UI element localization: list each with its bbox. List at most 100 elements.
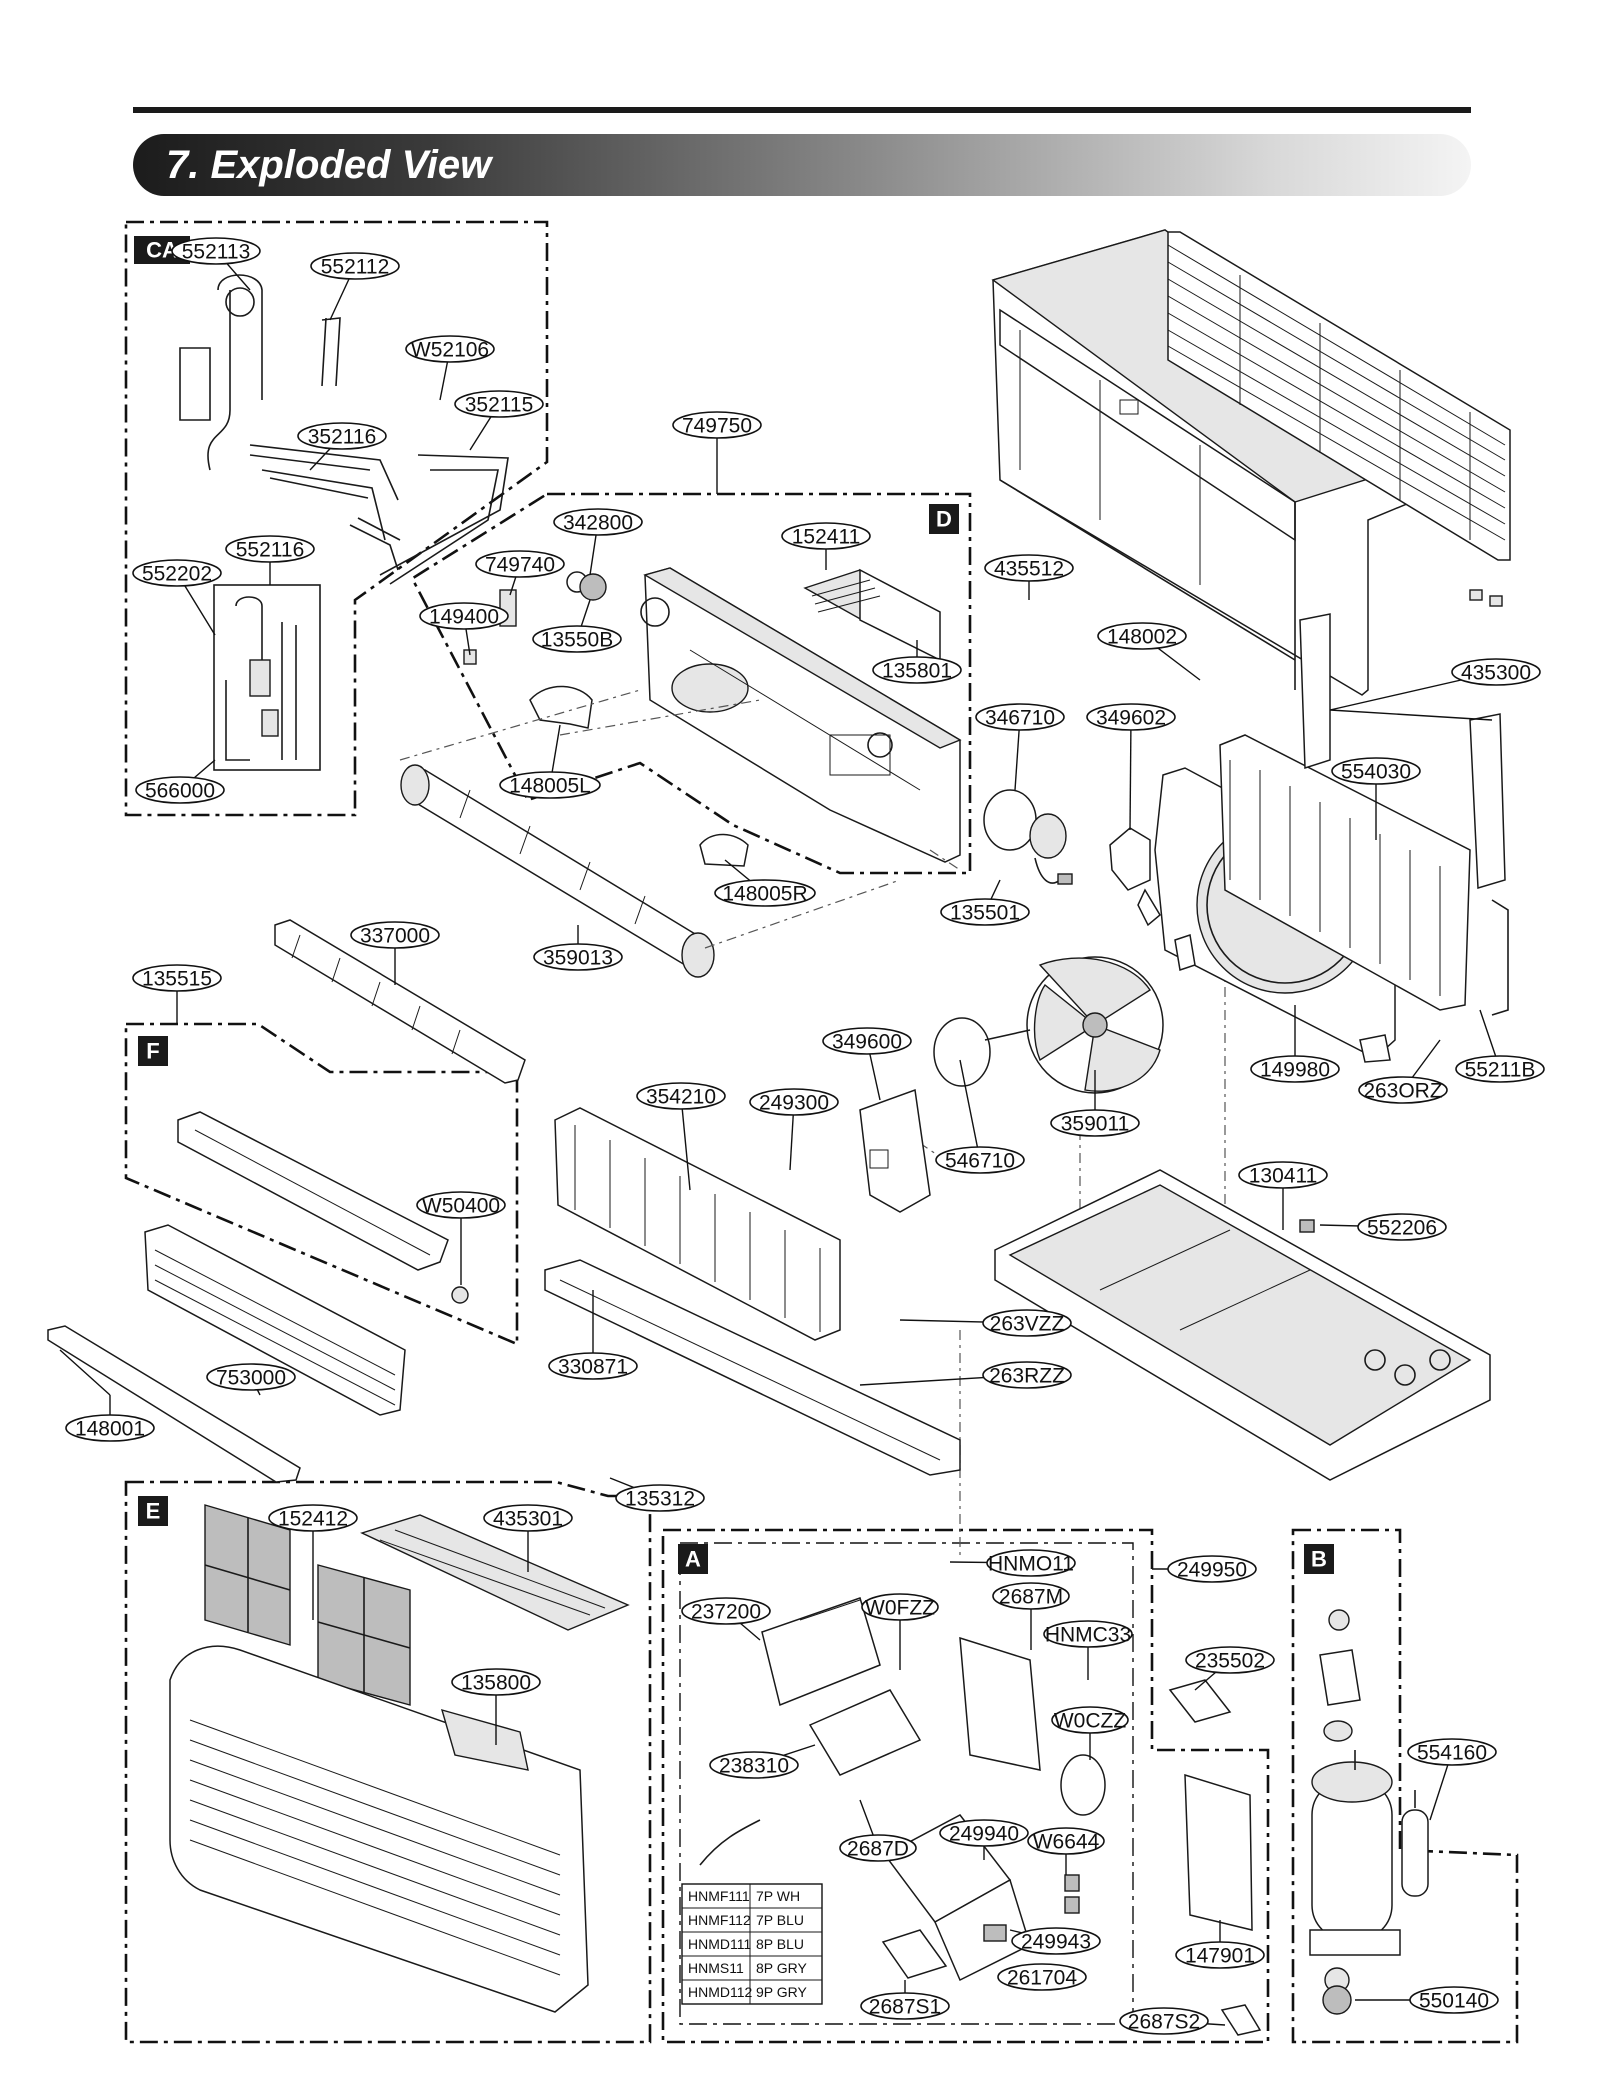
part-number-label: 148005R	[722, 883, 807, 906]
callout-oval	[419, 602, 509, 630]
callout-oval	[132, 964, 222, 992]
callout-oval	[1027, 1827, 1105, 1855]
sensor-pcb	[881, 1929, 948, 1979]
leader-line	[680, 1095, 691, 1191]
part-number-label: 13550B	[541, 629, 613, 652]
part-number-label: 263VZZ	[990, 1313, 1065, 1336]
part-callout: 346710	[975, 703, 1065, 791]
condenser-coil	[1219, 734, 1471, 1011]
callout-oval	[636, 1082, 726, 1110]
harness-desc: 8P BLU	[756, 1936, 804, 1952]
part-callout: 130411	[1238, 1161, 1328, 1230]
part-number-label: 2687M	[999, 1586, 1063, 1609]
part-callout: 2687M	[992, 1582, 1070, 1650]
part-number-label: 135312	[625, 1488, 695, 1511]
part-callout: 359011	[1050, 1070, 1140, 1137]
callout-oval	[310, 252, 400, 280]
discharge-grille	[360, 1514, 630, 1631]
part-callout: 554160	[1407, 1738, 1497, 1821]
svg-text:A: A	[685, 1547, 701, 1572]
part-callout: 147901	[1175, 1920, 1265, 1969]
callout-oval	[992, 1582, 1070, 1610]
top-rule	[133, 107, 1471, 113]
part-number-label: 235502	[1195, 1650, 1265, 1673]
part-number-label: 148002	[1107, 626, 1177, 649]
callout-oval	[749, 1088, 839, 1116]
group-tag-e: E	[138, 1496, 168, 1526]
callout-oval	[935, 1146, 1025, 1174]
part-number-label: 554160	[1417, 1742, 1487, 1765]
part-callout: 552116	[225, 535, 315, 585]
part-number-label: 552113	[182, 241, 251, 264]
callout-oval	[1238, 1161, 1328, 1189]
part-number-label: 753000	[216, 1367, 286, 1390]
fan-motor	[933, 1017, 1031, 1087]
part-callout: 552202	[132, 559, 222, 636]
callout-oval	[672, 411, 762, 439]
part-callout: W0FZZ	[861, 1593, 939, 1670]
callout-oval	[615, 1484, 705, 1512]
callout-oval	[548, 1352, 638, 1380]
harness-desc: 7P BLU	[756, 1912, 804, 1928]
part-number-label: 352116	[308, 426, 377, 449]
part-number-label: 261704	[1007, 1967, 1077, 1990]
group-f-rail	[177, 1111, 469, 1304]
part-callout: 552112	[310, 252, 400, 321]
part-callout: 435512	[984, 554, 1074, 600]
callout-oval	[532, 625, 622, 653]
part-number-label: 352115	[465, 394, 534, 417]
part-callout: 152411	[781, 522, 871, 570]
harness-code: HNMD111	[688, 1936, 751, 1952]
part-callout: 235502	[1185, 1646, 1275, 1691]
part-number-label: 135801	[882, 660, 952, 683]
part-number-label: 552116	[236, 539, 305, 562]
part-number-label: 2687S1	[869, 1996, 941, 2019]
callout-oval	[1167, 1555, 1257, 1583]
air-filter-left	[204, 1504, 291, 1646]
base-pan	[994, 1169, 1491, 1481]
leader-line	[1329, 709, 1493, 721]
callout-oval	[1358, 1076, 1448, 1104]
drain-pan	[544, 1259, 961, 1476]
callout-oval	[499, 771, 601, 799]
callout-oval	[1086, 703, 1176, 731]
part-callout: 552113	[171, 237, 261, 291]
part-callout: 249300	[749, 1088, 839, 1171]
harness-desc: 8P GRY	[756, 1960, 808, 1976]
part-callout: 337000	[350, 921, 440, 985]
part-callout: 550140	[1355, 1986, 1499, 2014]
part-number-label: 249943	[1021, 1931, 1091, 1954]
callout-oval	[984, 554, 1074, 582]
callout-oval	[171, 237, 261, 265]
part-callout: 554030	[1331, 757, 1421, 840]
part-callout: 249950	[1152, 1555, 1257, 1583]
part-callout: 135801	[872, 640, 962, 684]
compressor-accessories	[1319, 1609, 1361, 1742]
part-callout: 148005L	[499, 724, 601, 799]
cover-plate	[1168, 1679, 1232, 1723]
svg-text:B: B	[1311, 1547, 1327, 1572]
callout-oval	[681, 1597, 771, 1625]
float-switch	[1299, 1219, 1315, 1233]
part-number-label: W0FZZ	[865, 1597, 935, 1620]
callout-oval	[416, 1191, 506, 1219]
part-callout: HNMO11	[949, 1549, 1076, 1577]
part-number-label: 435512	[994, 558, 1064, 581]
callout-oval	[860, 1992, 950, 2020]
part-callout: 238310	[709, 1744, 816, 1779]
callout-oval	[65, 1414, 155, 1442]
callout-oval	[822, 1027, 912, 1055]
callout-oval	[872, 656, 962, 684]
part-number-label: 354210	[646, 1086, 716, 1109]
callout-layer: 552113552112W521063521153521165521165522…	[59, 237, 1545, 2035]
harness-desc: 9P GRY	[756, 1984, 808, 2000]
transformer	[983, 1924, 1007, 1942]
part-number-label: 552202	[142, 563, 212, 586]
part-callout: 330871	[548, 1290, 638, 1380]
part-callout: 435301	[483, 1504, 573, 1572]
access-door	[440, 1708, 529, 1771]
callout-oval	[1051, 1706, 1129, 1734]
part-number-label: 263ORZ	[1363, 1080, 1443, 1103]
part-number-label: 359013	[543, 947, 613, 970]
part-number-label: 566000	[145, 780, 215, 803]
